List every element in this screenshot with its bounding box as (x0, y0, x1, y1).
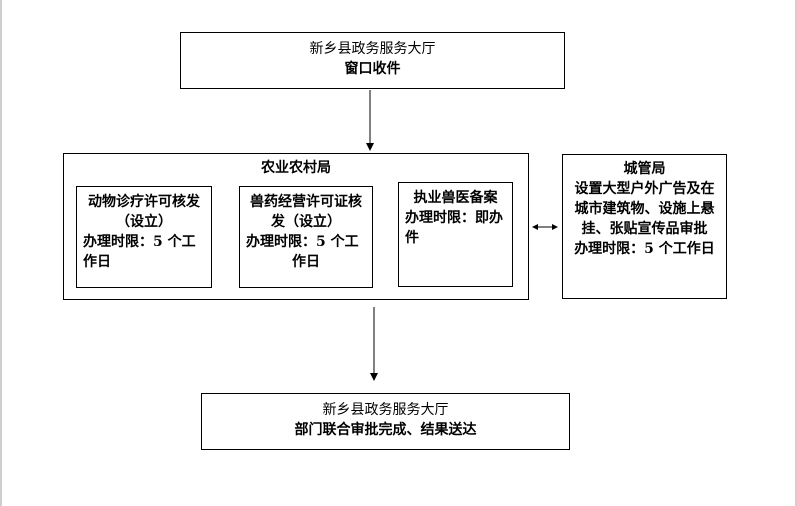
city-title: 城管局 (623, 161, 666, 177)
city-management-box: 城管局 设置大型户外广告及在 城市建筑物、设施上悬 挂、张贴宣传品审批 办理时限… (562, 154, 727, 299)
item1-line2: （设立） (116, 214, 172, 230)
item2-line2: 发（设立） (271, 214, 341, 230)
agriculture-item-animal-clinic: 动物诊疗许可核发 （设立） 办理时限：5 个工 作日 (76, 186, 212, 288)
end-box: 新乡县政务服务大厅 部门联合审批完成、结果送达 (201, 393, 570, 450)
item1-line1: 动物诊疗许可核发 (88, 194, 200, 210)
item3-line2: 办理时限：即办 (405, 210, 503, 226)
city-line4: 办理时限：5 个工作日 (574, 241, 715, 257)
item2-line1: 兽药经营许可证核 (250, 194, 362, 210)
page-edge-right (795, 0, 797, 506)
page-edge-left (0, 0, 2, 506)
item2-line3: 办理时限：5 个工 (246, 234, 359, 250)
item3-line3: 件 (405, 230, 419, 246)
item1-line3: 办理时限：5 个工 (83, 234, 196, 250)
start-box: 新乡县政务服务大厅 窗口收件 (180, 32, 565, 89)
city-line2: 城市建筑物、设施上悬 (574, 201, 715, 217)
end-line2: 部门联合审批完成、结果送达 (294, 422, 477, 438)
city-line1: 设置大型户外广告及在 (574, 181, 715, 197)
start-line1: 新乡县政务服务大厅 (309, 41, 436, 57)
item3-line1: 执业兽医备案 (413, 190, 498, 206)
city-line3: 挂、张贴宣传品审批 (581, 221, 708, 237)
item1-line4: 作日 (83, 254, 111, 270)
start-line2: 窗口收件 (344, 61, 401, 77)
item2-line4: 作日 (292, 254, 320, 270)
end-line1: 新乡县政务服务大厅 (322, 402, 449, 418)
agriculture-item-vet-record: 执业兽医备案 办理时限：即办 件 (398, 182, 513, 287)
agriculture-item-vet-drug: 兽药经营许可证核 发（设立） 办理时限：5 个工 作日 (239, 186, 373, 288)
agriculture-title: 农业农村局 (261, 160, 331, 176)
